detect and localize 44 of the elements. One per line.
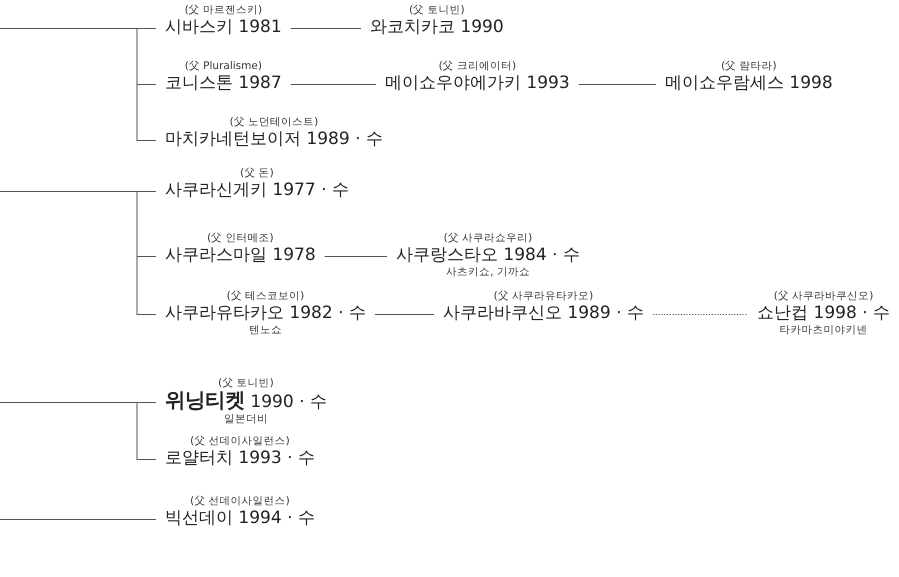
sire-label: (父 토니빈): [409, 4, 465, 17]
connector-line: [290, 28, 362, 29]
branch-line: [0, 519, 156, 520]
horse-name: 사쿠라스마일 1978: [165, 245, 316, 266]
connector-line: [324, 256, 388, 257]
sire-label: (父 사쿠라바쿠신오): [774, 290, 874, 303]
sire-label: (父 람타라): [721, 60, 777, 73]
connector-line: [578, 84, 656, 85]
race-note: 일본더비: [224, 413, 268, 425]
branch-line: [0, 191, 156, 315]
horse-name: 메이쇼우람세스 1998: [665, 73, 833, 94]
sire-label: (父 사쿠라유타카오): [494, 290, 594, 303]
horse-name: 로얄터치 1993 · 수: [165, 448, 315, 469]
horse-name: 마치카네턴보이저 1989 · 수: [165, 129, 383, 150]
horse-name: 메이쇼우야에가키 1993: [385, 73, 570, 94]
branch-line: [0, 28, 156, 141]
horse-name: 코니스톤 1987: [165, 73, 282, 94]
sire-label: (父 인터메조): [207, 232, 274, 245]
sire-label: (父 크리에이터): [438, 60, 516, 73]
connector-line: [290, 84, 376, 85]
sire-label: (父 테스코보이): [226, 290, 304, 303]
horse-name: 쇼난컵 1998 · 수: [757, 303, 890, 324]
sire-label: (父 Pluralisme): [184, 60, 262, 73]
horse-name: 빅선데이 1994 · 수: [165, 508, 315, 529]
horse-name: 시바스키 1981: [165, 17, 282, 38]
sire-label: (父 돈): [240, 167, 274, 180]
race-note: 텐노쇼: [248, 324, 282, 336]
horse-name: 사쿠랑스타오 1984 · 수: [396, 245, 580, 266]
race-note: 타카마츠미야키넨: [780, 324, 868, 336]
sire-label: (父 사쿠라쇼우리): [444, 232, 532, 245]
horse-name: 와코치카코 1990: [370, 17, 504, 38]
sire-label: (父 마르젠스키): [184, 4, 262, 17]
connector-line: [374, 314, 434, 315]
connector-line: [652, 314, 749, 315]
sire-label: (父 노던테이스트): [230, 116, 318, 129]
race-note: 사츠키쇼, 기까쇼: [446, 266, 530, 278]
sire-label: (父 선데이사일런스): [190, 495, 290, 508]
sire-label: (父 토니빈): [218, 377, 274, 390]
horse-name: 사쿠라유타카오 1982 · 수: [165, 303, 366, 324]
sire-label: (父 선데이사일런스): [190, 435, 290, 448]
horse-name: 위닝티켓 1990 · 수: [165, 390, 327, 413]
horse-name: 사쿠라바쿠신오 1989 · 수: [443, 303, 644, 324]
branch-line: [0, 402, 156, 460]
horse-name: 사쿠라신게키 1977 · 수: [165, 180, 349, 201]
